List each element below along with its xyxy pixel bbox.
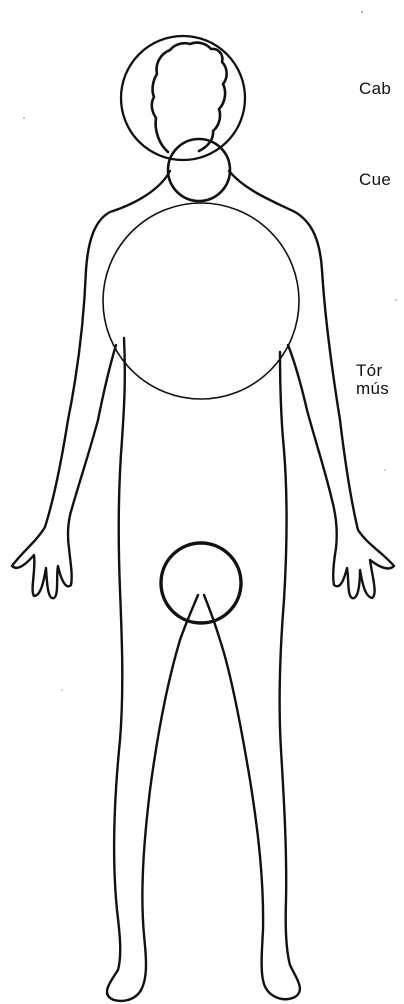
speckle <box>361 11 363 13</box>
speckle <box>395 299 397 301</box>
speckle <box>61 689 63 691</box>
label-torso-line2: mús <box>356 380 389 398</box>
label-head: Cab <box>359 80 391 98</box>
chest-circle <box>103 203 299 399</box>
throat-circle <box>168 139 230 201</box>
label-torso-line1: Tór <box>356 362 382 380</box>
pelvis-circle <box>161 543 241 623</box>
speckle <box>23 117 25 119</box>
head-outline <box>152 43 227 152</box>
speckle <box>384 469 386 471</box>
left-arm-outline <box>12 171 170 598</box>
right-torso-leg-outline <box>204 352 300 999</box>
left-torso-leg-outline <box>107 338 198 1001</box>
head-energy-circle <box>121 36 245 160</box>
label-neck: Cue <box>359 171 391 189</box>
